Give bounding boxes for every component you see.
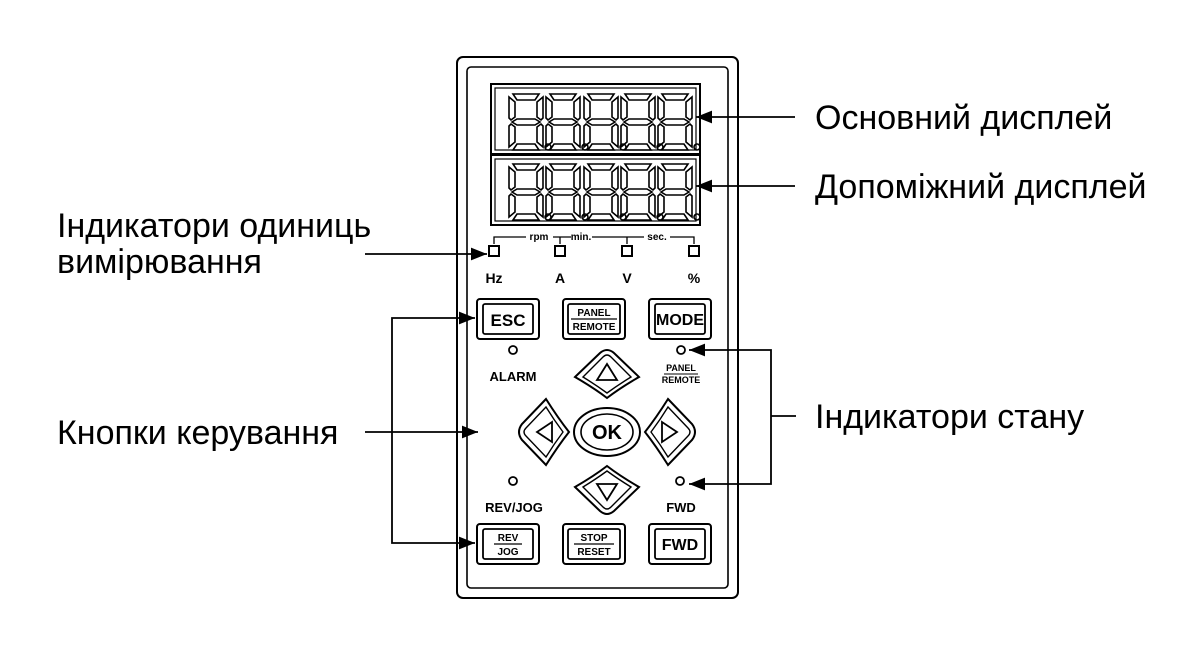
- up-button[interactable]: [573, 349, 641, 400]
- fwd-led-label: FWD: [666, 500, 696, 515]
- main-display-digit-4: [620, 93, 664, 151]
- unit-label-hz: Hz: [485, 270, 502, 286]
- panel-remote-led-bottom-label: REMOTE: [662, 375, 701, 385]
- control-buttons-bracket: [391, 311, 475, 550]
- rev-jog-button[interactable]: REV JOG: [476, 523, 540, 565]
- revjog-led: [508, 476, 518, 486]
- main-display-callout: Основний дисплей: [815, 99, 1112, 137]
- unit-label-v: V: [622, 270, 632, 286]
- alarm-led-label: ALARM: [490, 369, 537, 384]
- aux-display-digit-3: [583, 163, 627, 221]
- panel-remote-led: [676, 345, 686, 355]
- unit-label-percent: %: [688, 270, 701, 286]
- mode-button[interactable]: MODE: [648, 298, 712, 340]
- unit-label-rpm: rpm: [530, 232, 549, 243]
- up-arrow-icon: [595, 362, 619, 381]
- unit-label-a: A: [555, 270, 565, 286]
- unit-led-hz: [488, 245, 500, 257]
- unit-led-a: [554, 245, 566, 257]
- fwd-button-label: FWD: [662, 537, 698, 554]
- right-button[interactable]: [643, 397, 696, 467]
- ok-button-label: OK: [592, 422, 623, 444]
- unit-led-percent: [688, 245, 700, 257]
- panel-remote-button-bottom-label: REMOTE: [573, 322, 616, 333]
- unit-indicators-callout-line2: вимірювання: [57, 243, 262, 281]
- unit-indicators: rpm min. sec. Hz A V %: [485, 232, 700, 286]
- revjog-led-label: REV/JOG: [485, 500, 543, 515]
- aux-display-digit-2: [545, 163, 589, 221]
- esc-button-label: ESC: [491, 311, 526, 330]
- down-arrow-icon: [595, 483, 619, 502]
- aux-display-callout: Допоміжний дисплей: [815, 168, 1147, 206]
- main-display-digit-1: [508, 93, 552, 151]
- main-display-digit-5: [657, 93, 701, 151]
- mode-button-label: MODE: [656, 312, 704, 329]
- aux-display-digit-1: [508, 163, 552, 221]
- keypad-outer-frame: [456, 56, 739, 599]
- ok-button[interactable]: OK: [573, 407, 641, 457]
- panel-remote-button-top-label: PANEL: [577, 308, 610, 319]
- main-display: [490, 83, 701, 155]
- status-indicators-bracket: [689, 343, 772, 491]
- rev-jog-button-bottom-label: JOG: [497, 547, 518, 558]
- down-button[interactable]: [573, 464, 641, 515]
- right-arrow-icon: [661, 420, 679, 444]
- control-buttons-callout: Кнопки керування: [57, 414, 338, 452]
- esc-button[interactable]: ESC: [476, 298, 540, 340]
- stop-reset-button-top-label: STOP: [580, 533, 607, 544]
- unit-led-v: [621, 245, 633, 257]
- stop-reset-button[interactable]: STOP RESET: [562, 523, 626, 565]
- alarm-led: [508, 345, 518, 355]
- unit-label-min: min.: [571, 232, 592, 243]
- main-display-digit-2: [545, 93, 589, 151]
- panel-remote-led-top-label: PANEL: [666, 363, 696, 373]
- main-display-digit-3: [583, 93, 627, 151]
- aux-display-digit-4: [620, 163, 664, 221]
- aux-display: [490, 154, 701, 226]
- unit-indicators-callout-line1: Індикатори одиниць: [57, 207, 371, 245]
- unit-label-sec: sec.: [647, 232, 667, 243]
- aux-display-digit-5: [657, 163, 701, 221]
- fwd-led: [675, 476, 685, 486]
- panel-remote-button[interactable]: PANEL REMOTE: [562, 298, 626, 340]
- fwd-button[interactable]: FWD: [648, 523, 712, 565]
- left-arrow-icon: [535, 420, 553, 444]
- rev-jog-button-top-label: REV: [498, 533, 519, 544]
- left-button[interactable]: [518, 397, 571, 467]
- status-indicators-callout: Індикатори стану: [815, 398, 1084, 436]
- stop-reset-button-bottom-label: RESET: [577, 547, 610, 558]
